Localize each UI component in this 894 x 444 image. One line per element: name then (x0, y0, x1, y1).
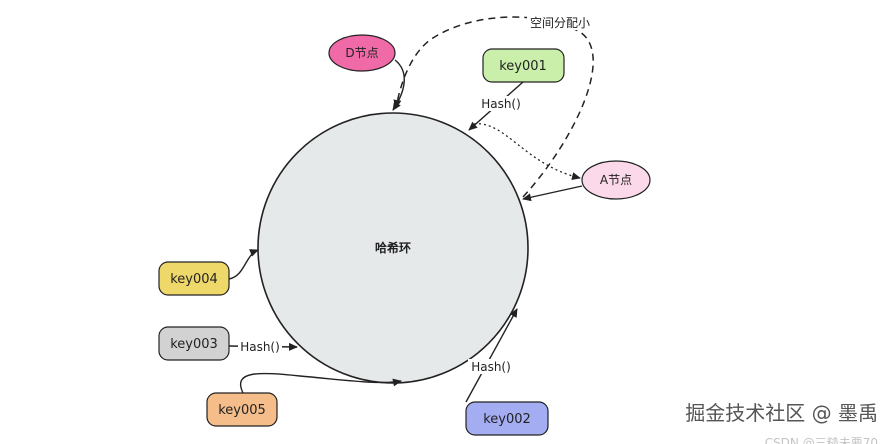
hash-key001-bg (478, 96, 524, 111)
watermark-subtext: CSDN @三糙未要70 (765, 436, 878, 444)
hash-key003-bg (238, 339, 282, 354)
key005-label: key005 (218, 403, 266, 418)
node-a (581, 160, 651, 200)
edge-d-to-ring (392, 59, 405, 111)
space-small-label: 空间分配小 (530, 16, 590, 30)
hash-key001-label: Hash() (481, 97, 521, 111)
edge-key005-to-ring (240, 372, 402, 394)
key005-box (206, 392, 278, 427)
node-d (328, 34, 396, 72)
key003-label: key003 (170, 337, 218, 352)
key001-box (482, 48, 565, 83)
hash-key002-bg (468, 359, 514, 374)
space-small-bg (527, 14, 593, 30)
watermark-text: 掘金技术社区 @ 墨禹 (685, 401, 878, 425)
node-d-label: D节点 (345, 46, 378, 60)
edge-key002-hash (465, 308, 518, 403)
ring-label: 哈希环 (375, 240, 411, 255)
edge-key004-to-ring (228, 249, 259, 280)
key004-label: key004 (170, 272, 218, 287)
node-a-label: A节点 (600, 173, 632, 187)
key003-box (158, 326, 230, 361)
key002-label: key002 (483, 412, 531, 427)
hash-key003-label: Hash() (240, 340, 280, 354)
edge-ring-to-a-dotted (473, 123, 581, 181)
edge-a-to-ring (522, 185, 583, 202)
key001-label: key001 (499, 59, 547, 74)
hash-key002-label: Hash() (471, 360, 511, 374)
key002-box (465, 401, 549, 436)
